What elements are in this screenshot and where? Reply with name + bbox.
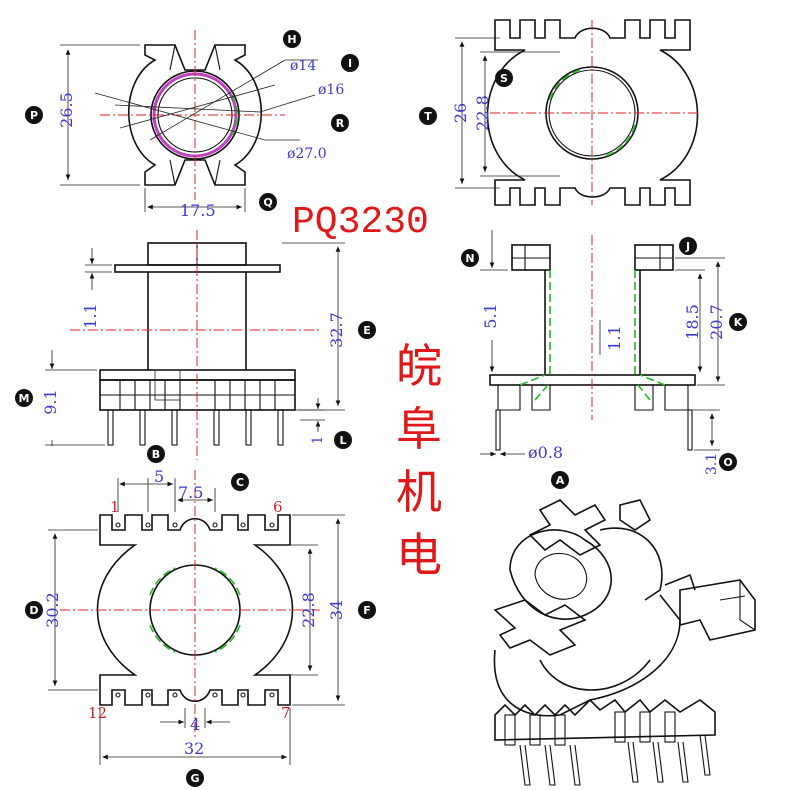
label-badge-B: B [147,445,165,463]
svg-text:H: H [287,33,296,46]
brand-vertical-text: 皖 阜 机 电 [396,339,442,582]
svg-text:N: N [465,252,474,265]
dim-d27: ø27.0 [287,146,327,162]
label-badge-L: L [334,431,352,449]
dim-inner-top-right: 22.8 [473,95,492,131]
view-bottom: 5 7.5 30.2 22.8 34 4 32 1 6 12 7 [25,467,376,787]
label-badge-E: E [358,321,376,339]
brand-char-2: 阜 [396,402,442,456]
svg-text:C: C [236,476,244,489]
dim-height-top-left: 26.5 [57,92,76,128]
model-title: PQ3230 [292,201,429,244]
pin-number-1: 1 [110,498,120,516]
brand-char-1: 皖 [396,339,442,393]
dim-d16: ø16 [318,82,344,98]
label-badge-F: F [358,601,376,619]
svg-text:M: M [19,392,30,405]
view-section: 5.1 1.1 18.5 20.7 ø0.8 3.1 N J K A O [461,230,747,489]
svg-text:Q: Q [263,196,272,209]
view-top-right: 26 22.8 T S [419,19,700,206]
svg-text:J: J [685,240,690,253]
svg-text:P: P [30,109,38,122]
label-badge-O: O [719,453,737,471]
dim-pin-pitch: 5 [154,467,164,486]
label-badge-S: S [495,69,513,87]
svg-text:B: B [152,448,160,461]
label-badge-H: H [283,30,301,48]
svg-text:A: A [556,474,565,487]
svg-text:E: E [363,324,371,337]
label-badge-T: T [419,107,437,125]
dim-outer-height: 20.7 [707,304,726,340]
dim-section-top: 5.1 [481,303,500,328]
label-badge-Q: Q [259,193,277,211]
label-badge-R: R [331,114,349,132]
pin-number-12: 12 [88,704,107,722]
dim-pin-length: 3.1 [704,453,720,475]
pin-number-7: 7 [281,704,291,722]
dim-width-top-left: 17.5 [180,201,216,220]
svg-text:I: I [348,57,352,70]
svg-text:S: S [500,72,508,85]
label-badge-J: J [679,237,697,255]
dim-outer-top-right: 26 [451,103,470,123]
dim-pin-diameter: ø0.8 [528,443,563,462]
svg-text:G: G [190,772,199,785]
svg-text:F: F [363,604,371,617]
brand-char-3: 机 [396,465,442,519]
svg-text:O: O [723,456,732,469]
dim-height-bottom-left: 30.2 [43,592,62,628]
dim-slot: 4 [190,715,200,734]
label-badge-N: N [461,249,479,267]
svg-text:D: D [29,604,38,617]
brand-char-4: 电 [396,528,442,582]
label-badge-A: A [551,471,569,489]
label-badge-D: D [25,601,43,619]
svg-text:T: T [424,110,432,123]
dim-width-bottom: 32 [184,739,204,758]
view-front: 1.1 32.7 9.1 1 E M B L [15,230,376,463]
label-badge-P: P [25,106,43,124]
view-isometric [493,499,756,786]
pin-number-6: 6 [273,498,283,516]
svg-text:L: L [339,434,346,447]
dim-base: 9.1 [41,389,60,414]
dim-height-front: 32.7 [327,312,346,348]
dim-d14: ø14 [290,58,316,74]
dim-center-gap: 7.5 [178,483,203,502]
label-badge-C: C [231,473,249,491]
svg-text:K: K [734,316,743,329]
view-top-left: 26.5 17.5 ø14 ø16 ø27.0 P H I R Q [25,30,359,220]
label-badge-K: K [729,313,747,331]
svg-text:R: R [336,117,345,130]
dim-inner-height: 18.5 [683,304,702,340]
dim-height-bottom-right: 34 [327,600,346,620]
dim-section-wall: 1.1 [605,325,624,350]
dim-inner-bottom: 22.8 [299,592,318,628]
label-badge-M: M [15,389,33,407]
dim-pin-step: 1 [310,436,326,445]
label-badge-G: G [186,769,204,787]
label-badge-I: I [341,54,359,72]
dim-flange: 1.1 [81,303,100,328]
